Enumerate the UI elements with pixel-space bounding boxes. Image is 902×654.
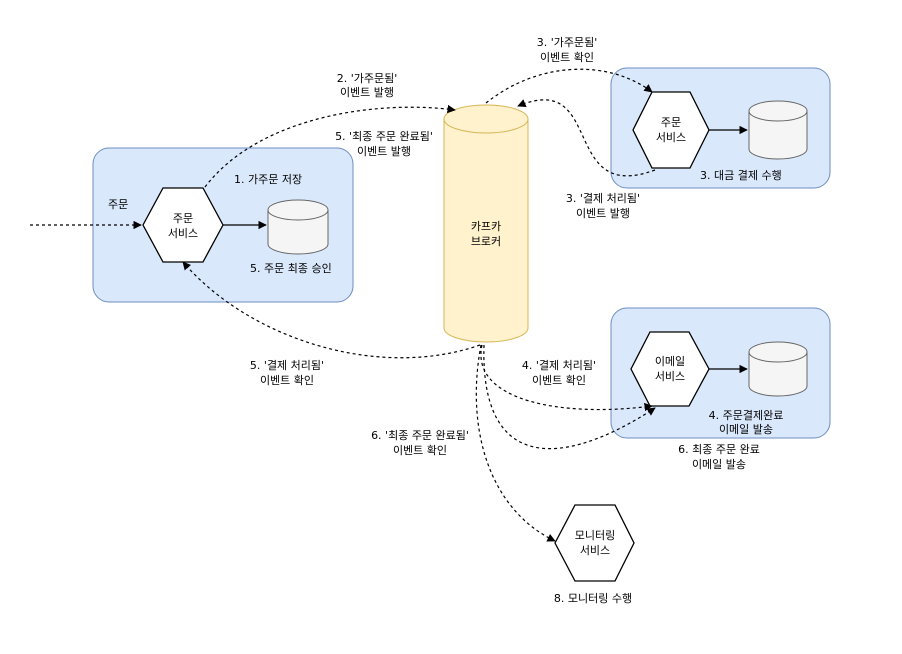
step6-confirm-label-line1: 6. '최종 주문 완료됨' [371, 429, 469, 442]
monitoring-service-node: 모니터링 서비스 [554, 504, 635, 582]
step3-publish-label-line1: 3. '결제 처리됨' [566, 192, 640, 205]
step5-approve-label: 5. 주문 최종 승인 [250, 262, 332, 275]
step5-publish-label-line1: 5. '최종 주문 완료됨' [335, 130, 433, 143]
order-service-node-right: 주문 서비스 [632, 91, 710, 169]
flow-consume-payment-to-email [480, 344, 653, 412]
step2-label-line1: 2. '가주문됨' [337, 72, 398, 85]
order-service-left-line2: 서비스 [168, 227, 198, 240]
step3-confirm-label-line1: 3. '가주문됨' [537, 36, 598, 49]
flow-to-monitoring [475, 344, 556, 542]
order-service-right-line1: 주문 [661, 116, 681, 129]
step6-email-label-line2: 이메일 발송 [692, 457, 746, 471]
flow-consume-payment-to-order [182, 261, 481, 359]
step4-email-label-line1: 4. 주문결제완료 [709, 409, 784, 422]
step6-email-label-line1: 6. 최종 주문 완료 [678, 443, 760, 456]
step5-confirm-label-line2: 이벤트 확인 [260, 374, 314, 387]
step4-email-label-line2: 이메일 발송 [719, 422, 773, 436]
step6-confirm-label-line2: 이벤트 확인 [393, 444, 447, 457]
step3-publish-label-line2: 이벤트 발행 [576, 207, 630, 220]
step8-monitor-label: 8. 모니터링 수행 [554, 592, 632, 605]
step3-payment-label: 3. 대금 결제 수행 [700, 169, 782, 182]
email-service-line1: 이메일 [655, 354, 685, 368]
order-service-right-line2: 서비스 [656, 131, 686, 144]
kafka-broker: 카프카 브로커 [443, 104, 529, 343]
order-database-icon [267, 199, 329, 255]
payment-database-icon [748, 100, 808, 160]
flow-consume-final-order-to-email [483, 344, 656, 450]
step1-label: 1. 가주문 저장 [234, 173, 302, 186]
email-service-node: 이메일 서비스 [630, 331, 710, 407]
order-input-label: 주문 [108, 198, 128, 211]
order-service-left-line1: 주문 [173, 212, 193, 225]
flow-publish-payment-processed [517, 99, 656, 177]
step4-confirm-label-line1: 4. '결제 처리됨' [522, 359, 596, 372]
step2-label-line2: 이벤트 발행 [340, 86, 394, 99]
flow-publish-pending-order [204, 104, 456, 188]
step5-publish-label-line2: 이벤트 발행 [357, 145, 411, 158]
monitoring-service-line1: 모니터링 [575, 529, 615, 542]
step3-confirm-label-line2: 이벤트 확인 [540, 51, 594, 64]
email-service-line2: 서비스 [655, 370, 685, 383]
order-service-node-left: 주문 서비스 [142, 187, 224, 263]
monitoring-service-line2: 서비스 [580, 544, 610, 557]
broker-label-line1: 카프카 [471, 220, 501, 233]
email-database-icon [748, 341, 808, 397]
step4-confirm-label-line2: 이벤트 확인 [532, 374, 586, 387]
step5-confirm-label-line1: 5. '결제 처리됨' [250, 359, 324, 372]
broker-label-line2: 브로커 [471, 235, 501, 248]
flow-consume-pending-order [485, 68, 653, 104]
